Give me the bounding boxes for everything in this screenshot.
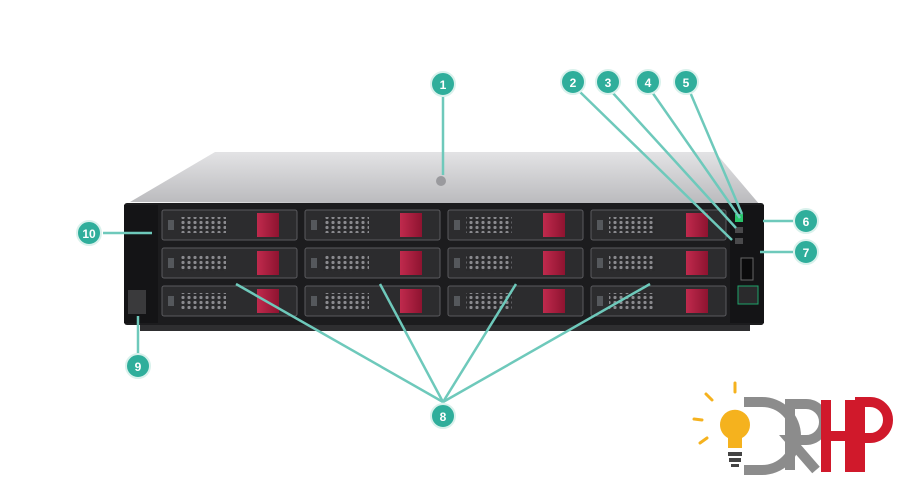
drive-led [168,220,174,230]
server-chassis [124,152,764,331]
callout-1: 1 [430,71,456,97]
svg-text:6: 6 [803,215,810,229]
leader-8d [442,282,651,404]
drive-release-latch[interactable] [686,289,708,313]
callout-7: 7 [793,239,819,265]
drive-vent [180,293,226,309]
leader-lines [103,91,793,404]
drive-release-latch[interactable] [257,213,279,237]
drive-bay[interactable] [161,209,298,241]
callout-5: 5 [673,69,699,95]
callout-10: 10 [76,220,102,246]
drive-bay[interactable] [304,247,441,279]
callout-8: 8 [430,403,456,429]
drive-release-latch[interactable] [686,251,708,275]
svg-text:3: 3 [605,76,612,90]
left-ear-label [128,290,146,314]
usb-port[interactable] [740,257,754,281]
drive-release-latch[interactable] [543,213,565,237]
logo-letter-h [821,400,855,472]
top-cover-latch [436,176,446,186]
drive-led [168,258,174,268]
drive-release-latch[interactable] [400,289,422,313]
svg-text:10: 10 [82,227,96,241]
callout-2: 2 [560,69,586,95]
svg-text:1: 1 [440,78,447,92]
drive-bay[interactable] [304,285,441,317]
drive-vent [323,217,369,233]
drive-led [311,220,317,230]
leader-3 [611,91,737,229]
drive-bay[interactable] [447,247,584,279]
drive-bay[interactable] [304,209,441,241]
uid-led [735,227,743,233]
drive-vent [609,217,655,233]
drive-led [454,258,460,268]
drive-bay[interactable] [161,247,298,279]
svg-text:4: 4 [645,76,652,90]
drive-led [311,258,317,268]
callout-6: 6 [793,208,819,234]
drhp-logo [692,381,893,475]
drive-vent [180,255,226,271]
drive-release-latch[interactable] [400,251,422,275]
leader-8b [378,283,445,403]
drive-bay[interactable] [590,285,727,317]
callout-9: 9 [125,353,151,379]
drive-led [597,296,603,306]
drive-release-latch[interactable] [543,289,565,313]
leader-5 [688,91,744,215]
drive-release-latch[interactable] [686,213,708,237]
drive-bay[interactable] [590,209,727,241]
callout-3: 3 [595,69,621,95]
drive-led [454,220,460,230]
drive-vent [323,255,369,271]
drive-bay[interactable] [590,247,727,279]
drive-release-latch[interactable] [543,251,565,275]
callout-4: 4 [635,69,661,95]
svg-text:9: 9 [135,360,142,374]
drive-release-latch[interactable] [257,251,279,275]
drive-vent [466,217,512,233]
drive-vent [323,293,369,309]
health-led [735,238,743,244]
drive-led [454,296,460,306]
drive-vent [466,255,512,271]
drive-vent [180,217,226,233]
drive-bay[interactable] [447,209,584,241]
svg-text:7: 7 [803,246,810,260]
leader-2 [579,91,733,241]
drive-led [597,220,603,230]
svg-text:2: 2 [570,76,577,90]
drive-led [311,296,317,306]
lightbulb-icon [692,381,750,467]
drive-vent [609,293,655,309]
drive-bays [161,209,727,317]
drive-led [168,296,174,306]
drive-led [597,258,603,268]
leader-8a [235,282,444,404]
svg-text:8: 8 [440,410,447,424]
drive-bay[interactable] [447,285,584,317]
logo-letter-p [855,397,893,472]
svg-text:5: 5 [683,76,690,90]
leader-8c [441,283,518,403]
hpe-logo-plate [737,285,759,305]
drive-release-latch[interactable] [400,213,422,237]
logo-letter-r [779,399,829,474]
leader-4 [650,91,742,219]
drive-bay[interactable] [161,285,298,317]
drive-vent [609,255,655,271]
drive-vent [466,293,512,309]
chassis-bottom-edge [140,325,750,331]
